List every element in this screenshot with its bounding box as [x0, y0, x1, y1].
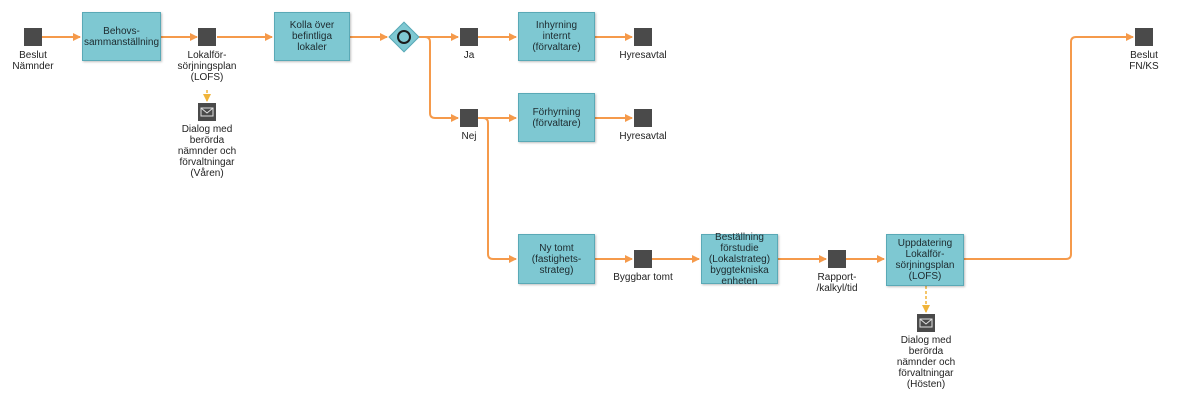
task-uppdatering-label: Uppdatering Lokalför- sörjningsplan (LOF… — [895, 238, 955, 282]
task-inhyrning-label: Inhyrning internt (förvaltare) — [532, 20, 581, 53]
gateway-circle-icon — [397, 30, 411, 44]
task-uppdatering-lofs[interactable]: Uppdatering Lokalför- sörjningsplan (LOF… — [886, 234, 964, 286]
dialog-varen-label: Dialog med berörda nämnder och förvaltni… — [177, 124, 237, 179]
flow-uppdatering-to-end — [964, 33, 1134, 260]
task-forhyrning-label: Förhyrning (förvaltare) — [532, 106, 581, 129]
lofs-event-label: Lokalför- sörjningsplan (LOFS) — [177, 50, 237, 83]
hyresavtal-event-2[interactable] — [634, 109, 652, 127]
start-event-label: Beslut Nämnder — [12, 50, 54, 72]
task-forhyrning[interactable]: Förhyrning (förvaltare) — [518, 93, 595, 142]
start-event[interactable] — [24, 28, 42, 46]
lofs-event[interactable] — [198, 28, 216, 46]
ja-event[interactable] — [460, 28, 478, 46]
task-behovssammanstallning[interactable]: Behovs- sammanställning — [82, 12, 161, 61]
task-behovssammanstallning-label: Behovs- sammanställning — [83, 25, 160, 48]
nej-event[interactable] — [460, 109, 478, 127]
rapport-label: Rapport- /kalkyl/tid — [816, 272, 858, 294]
hyresavtal-2-label: Hyresavtal — [619, 131, 667, 142]
hyresavtal-event-1[interactable] — [634, 28, 652, 46]
task-ny-tomt-label: Ny tomt (fastighets- strateg) — [531, 242, 582, 276]
task-inhyrning-internt[interactable]: Inhyrning internt (förvaltare) — [518, 12, 595, 61]
flow-nej-to-ny-tomt — [478, 117, 517, 263]
ja-event-label: Ja — [463, 50, 475, 61]
rapport-event[interactable] — [828, 250, 846, 268]
task-bestallning-label: Beställning förstudie (Lokalstrateg) byg… — [708, 231, 771, 287]
nej-event-label: Nej — [461, 131, 477, 142]
dialog-hosten-label: Dialog med berörda nämnder och förvaltni… — [896, 335, 956, 390]
task-bestallning-forstudie[interactable]: Beställning förstudie (Lokalstrateg) byg… — [701, 231, 778, 287]
task-kolla-befintliga-lokaler[interactable]: Kolla över befintliga lokaler — [274, 12, 350, 61]
byggbar-tomt-label: Byggbar tomt — [613, 272, 673, 283]
task-ny-tomt[interactable]: Ny tomt (fastighets- strateg) — [518, 234, 595, 284]
end-event-label: Beslut FN/KS — [1129, 50, 1159, 72]
end-event[interactable] — [1135, 28, 1153, 46]
flow-gateway-to-nej — [419, 36, 459, 122]
byggbar-tomt-event[interactable] — [634, 250, 652, 268]
envelope-icon — [917, 314, 935, 332]
hyresavtal-1-label: Hyresavtal — [619, 50, 667, 61]
task-kolla-label: Kolla över befintliga lokaler — [289, 20, 335, 53]
envelope-icon — [198, 103, 216, 121]
